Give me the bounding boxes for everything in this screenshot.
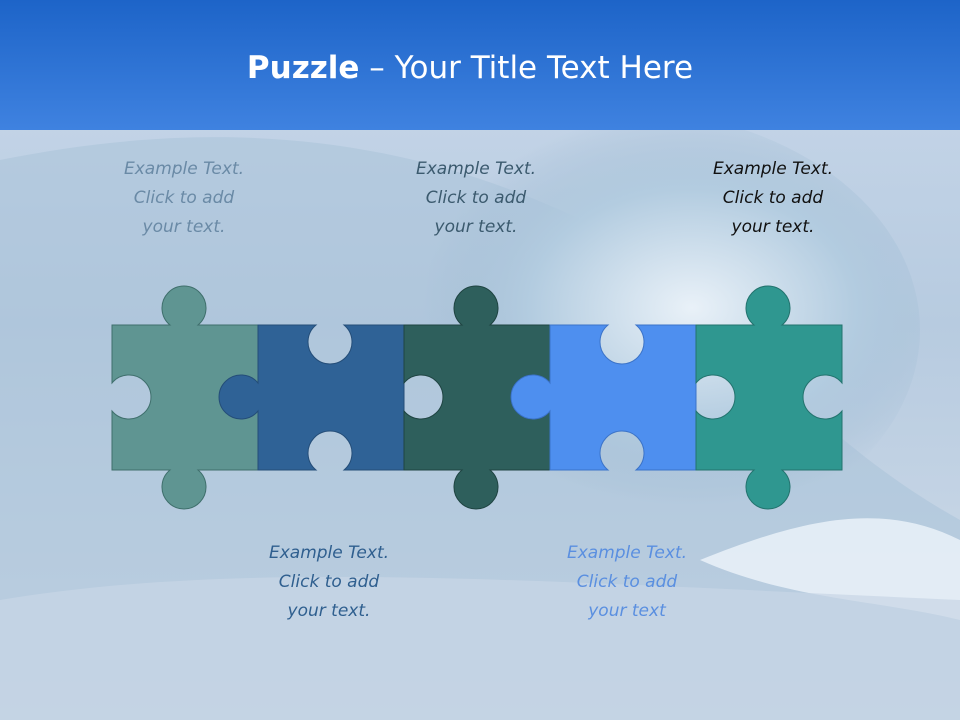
page-title-rest: – Your Title Text Here — [359, 50, 694, 86]
caption-top-left[interactable]: Example Text. Click to add your text. — [123, 159, 245, 237]
puzzle-piece-5[interactable] — [695, 285, 843, 510]
page-title[interactable]: Puzzle – Your Title Text Here — [0, 50, 940, 86]
puzzle-piece-1[interactable] — [111, 285, 259, 510]
title-bar — [0, 0, 960, 130]
page-title-bold: Puzzle — [246, 50, 360, 86]
caption-bottom-right[interactable]: Example Text. Click to add your text — [566, 543, 688, 621]
caption-top-center[interactable]: Example Text. Click to add your text. — [415, 159, 537, 237]
puzzle-piece-4[interactable] — [510, 324, 697, 471]
caption-bottom-left[interactable]: Example Text. Click to add your text. — [268, 543, 390, 621]
puzzle-piece-2[interactable] — [218, 324, 405, 471]
caption-top-right[interactable]: Example Text. Click to add your text. — [712, 159, 834, 237]
